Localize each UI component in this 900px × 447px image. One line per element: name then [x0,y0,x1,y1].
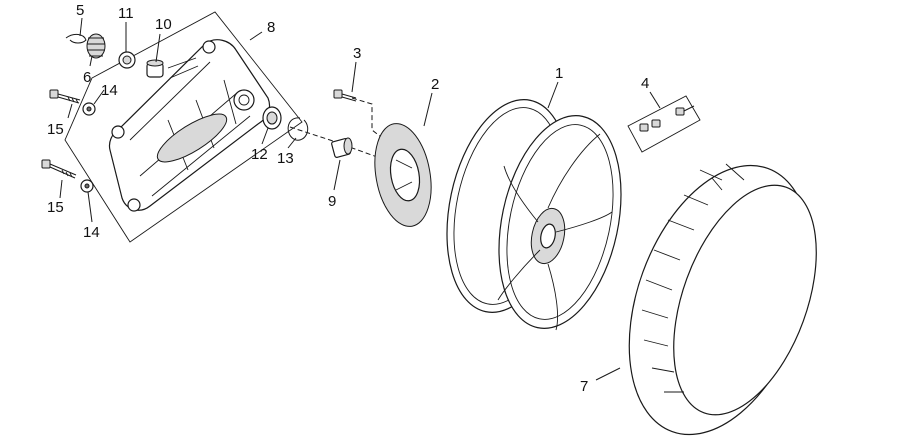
callout-15-upper: 15 [47,121,64,138]
callout-7: 7 [580,378,588,395]
callout-labels: 1 2 3 4 5 6 7 8 9 10 11 12 13 14 14 15 1… [47,2,649,395]
bracket-mount-hole-left [111,125,125,139]
rim-spokes [497,133,613,331]
callout-leaders [59,17,661,381]
bracket-cutout [156,113,228,163]
wheel-rim-1 [446,99,622,331]
bolt-upper-15 [49,89,81,104]
tyre-tread [641,163,745,393]
screw-centerline [351,97,386,141]
screw-3 [333,89,357,102]
callout-11: 11 [118,5,134,22]
bracket-enclosure-frame [64,11,303,243]
bolt-lower-15 [41,159,77,179]
bracket-link-arm [167,57,199,79]
bearing-11 [118,51,136,69]
callout-1: 1 [555,65,563,82]
washer-lower-14 [80,179,94,193]
callout-6: 6 [83,69,91,86]
callout-10: 10 [155,16,172,33]
callout-14-upper: 14 [101,82,118,99]
callout-2: 2 [431,76,439,93]
washer-upper-14 [82,102,96,116]
bracket-mount-hole-top [202,40,216,54]
callout-5: 5 [76,2,84,19]
bracket-assembly-group [64,11,303,243]
callout-12: 12 [251,146,268,163]
callout-13: 13 [277,150,294,167]
callout-15-lower: 15 [47,199,64,216]
spacer-10 [146,59,164,78]
axle-spacer-9 [331,137,353,158]
bracket-pivot-inner [238,94,250,106]
gear-6 [86,33,106,59]
tyre-7 [628,163,817,436]
callout-3: 3 [353,45,361,62]
spring-clip-5 [65,33,87,44]
nut-kit-4 [627,95,701,153]
bracket-pivot-hole [233,89,255,111]
callout-8: 8 [267,19,275,36]
callout-9: 9 [328,193,336,210]
bracket-mount-hole-bottom [127,198,141,212]
callout-4: 4 [641,75,649,92]
callout-14-lower: 14 [83,224,100,241]
bearing-12 [262,106,282,130]
circlip-13 [287,117,309,141]
drive-small-parts [65,33,164,78]
brake-disc-2 [374,123,432,227]
